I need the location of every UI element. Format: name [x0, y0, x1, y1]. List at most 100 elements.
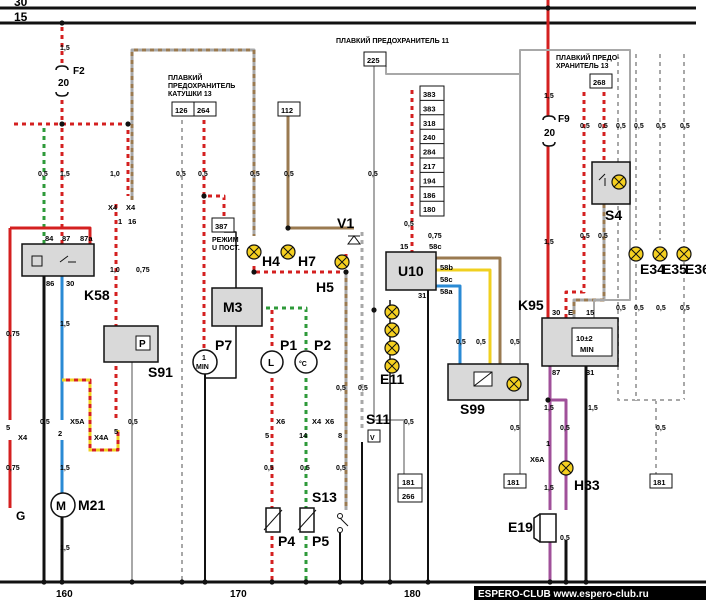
p4-label: P4 [278, 533, 295, 549]
k58-pin84: 84 [45, 234, 54, 243]
p7-gauge-number: 1 [202, 355, 206, 362]
wire-x5a-stripe [62, 378, 120, 452]
junction-dot [303, 579, 309, 585]
gauge-e11: 0,5 [404, 419, 414, 426]
wire-lamp-bus-stripe [635, 260, 684, 401]
conn-x4-b: X4 [126, 203, 136, 212]
ref-264: 264 [193, 101, 217, 117]
k95-timer-value: 10±2 [576, 334, 593, 343]
k95-pin31: 31 [586, 368, 594, 377]
p7-label: P7 [215, 337, 232, 353]
wire-30-bus-stripe [10, 122, 130, 196]
u10-label: U10 [398, 263, 424, 279]
wires-layer [8, 0, 685, 582]
h5-label: H5 [316, 279, 334, 295]
m21-label: M21 [78, 497, 105, 513]
gauge-e34-a: 0,5 [616, 123, 626, 130]
wire-lamp-bus [635, 260, 684, 401]
junction-dot [59, 579, 65, 585]
switch-s13: S13 [312, 489, 349, 533]
lamp-s99-cross [508, 378, 520, 390]
ref-268: 268 [589, 73, 613, 89]
gauge-k58-86: 0,5 [40, 419, 50, 426]
u10-pin58a: 58a [440, 287, 453, 296]
gauge-h33-bottom: 0,5 [560, 535, 570, 542]
k95-pin87: 87 [552, 368, 560, 377]
junction-dot [59, 121, 65, 127]
gauge-e34-c: 0,5 [616, 305, 626, 312]
s11-symbol: V [370, 435, 375, 442]
ruler-170: 170 [230, 589, 247, 600]
junction-dot [545, 5, 551, 11]
gauge-s13: 0,5 [336, 465, 346, 472]
gauge-225: 0,5 [368, 171, 378, 178]
conn-x4-d: X4 [312, 417, 322, 426]
wire-k95-87b [550, 398, 568, 510]
lamp-e11-4-cross [386, 360, 398, 372]
f9-label: F9 [558, 114, 570, 125]
ref-181-c-text: 181 [653, 478, 666, 487]
lamps-layer [246, 174, 692, 476]
junction-dot [583, 579, 589, 585]
lamp-e11-1-cross [386, 306, 398, 318]
wire-30-bus [10, 122, 130, 196]
ref-stack-item: 284 [423, 148, 436, 157]
gauge-p4: 0,5 [264, 465, 274, 472]
gauge-s99-b: 0,5 [476, 339, 486, 346]
ref-stack-item: 240 [423, 133, 436, 142]
u10-pin31: 31 [418, 291, 426, 300]
lamp-h5-cross [336, 256, 348, 268]
conn-x6-a: X6 [276, 417, 285, 426]
motor-m21: M M21 [50, 492, 105, 518]
e34-label: E34 [640, 261, 665, 277]
ref-112-text: 112 [281, 106, 293, 115]
k95-pin15: 15 [586, 308, 594, 317]
wire-58c [436, 256, 502, 364]
gauge-k95-87: 1,5 [544, 405, 554, 412]
gauge-s11: 0,5 [358, 385, 368, 392]
conn-pin-1: 1 [118, 217, 122, 226]
k95-pin30: 30 [552, 308, 560, 317]
gauge-s99-c: 0,5 [510, 339, 520, 346]
junction-dot [425, 579, 431, 585]
gauge-u10-15: 0,5 [404, 221, 414, 228]
gauge-g-top: 0,75 [6, 331, 20, 338]
gauge-268-b: 0,5 [598, 123, 608, 130]
m21-symbol: M [56, 499, 66, 513]
wire-k95-87b-stripe [550, 398, 568, 510]
s11-label: S11 [366, 411, 390, 427]
gauge-264: 0,5 [198, 171, 208, 178]
ruler-160: 160 [56, 589, 73, 600]
k58-label: K58 [84, 287, 110, 303]
gauge-s91-out: 0,5 [128, 419, 138, 426]
note-mode-line1: РЕЖИМ [212, 237, 239, 244]
u10-pin58c: 58c [429, 242, 442, 251]
conn-pin-1-b: 1 [546, 439, 550, 448]
junction-dot [129, 579, 135, 585]
wire-268-a-stripe [564, 88, 586, 318]
p2-label: P2 [314, 337, 331, 353]
gauge-k58-84: 0,5 [38, 171, 48, 178]
junction-dot [201, 193, 207, 199]
gauge-p5: 0,5 [300, 465, 310, 472]
gauge-k58-30: 1,5 [60, 321, 70, 328]
lamp-s4-cross [613, 176, 625, 188]
ref-stack-item: 383 [423, 104, 436, 113]
h4-label: H4 [262, 253, 280, 269]
ref-268-text: 268 [593, 78, 606, 87]
gauge-f9-top: 1,5 [544, 93, 554, 100]
gauge-e35: 0,5 [656, 123, 666, 130]
junction-dot [343, 269, 349, 275]
junction-dot [251, 269, 257, 275]
note-fuse13a-line2: ПРЕДОХРАНИТЕЛЬ [168, 83, 235, 90]
conn-x4-a: X4 [108, 203, 118, 212]
junction-dot [545, 397, 551, 403]
fuse-f2: 20 F2 [54, 65, 85, 97]
conn-x6-b: X6 [325, 417, 334, 426]
gauge-h33: 0,5 [560, 425, 570, 432]
junction-dot [202, 579, 208, 585]
k58-pin87: 87 [62, 234, 70, 243]
lamp-e35-cross [654, 248, 666, 260]
conn-pin-16: 16 [128, 217, 136, 226]
